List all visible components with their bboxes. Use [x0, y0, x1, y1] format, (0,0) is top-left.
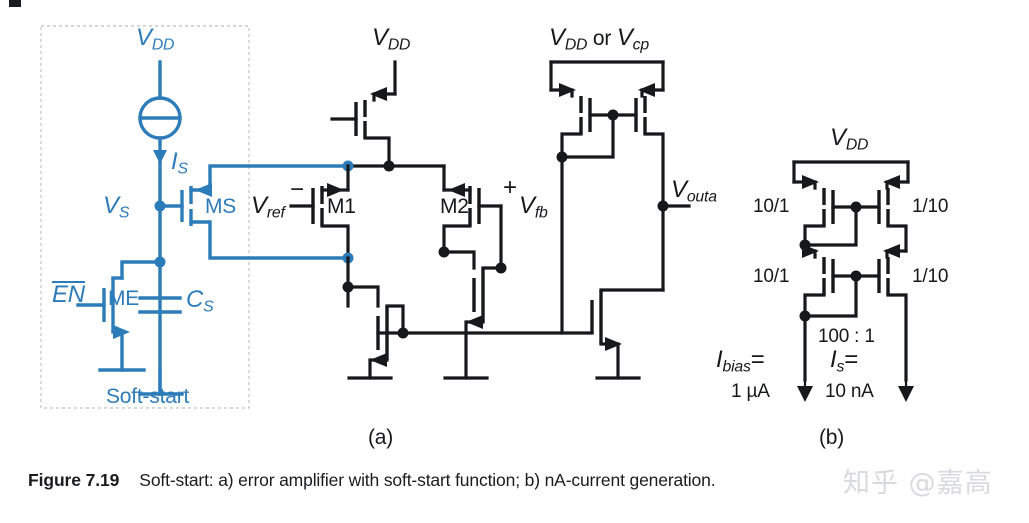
ibias-arrow-head	[797, 386, 813, 402]
is-arrow-head	[898, 386, 914, 402]
label-ratio-bottom-left: 10/1	[753, 266, 790, 287]
nb-tr-drain-wire	[886, 224, 908, 253]
label-input-vfb: Vfb	[519, 192, 548, 222]
label-subfigure-b: (b)	[819, 426, 845, 449]
nb-tl-arrow	[802, 175, 819, 189]
caption-label: Figure 7.19	[28, 470, 120, 490]
op-left-arrow	[559, 83, 576, 97]
ms-source-wire	[189, 220, 350, 260]
ml-drain-wire	[346, 285, 380, 308]
ml-drain-stub	[385, 304, 405, 335]
label-is-out: Is=	[830, 346, 859, 376]
label-ibias-value: 1 µA	[731, 381, 770, 402]
label-node-vs: VS	[103, 192, 130, 222]
nb-bl-drain-wire	[803, 293, 826, 318]
soft-start-block	[76, 60, 350, 396]
mm-source-wire	[464, 320, 485, 380]
label-amp-out-supply: VDD or Vcp	[549, 24, 649, 54]
label-softstart-vdd: VDD	[136, 24, 175, 54]
label-transistor-ms: MS	[205, 195, 237, 218]
nb-tl-drain-wire	[803, 224, 826, 247]
nb-tr-arrow	[883, 175, 900, 189]
mm-arrow	[466, 315, 483, 329]
m2-drain-wire	[442, 224, 472, 254]
label-transistor-m1: M1	[327, 195, 356, 218]
label-ratio-top-left: 10/1	[753, 196, 790, 217]
label-output-vouta: Vouta	[671, 176, 717, 206]
label-ibias: Ibias=	[716, 346, 765, 376]
wire-node-to-me-drain	[120, 260, 162, 280]
op-left-drain-to-gate	[560, 113, 615, 159]
ms-arrow	[195, 183, 212, 197]
node-mirror-gate	[397, 327, 409, 339]
caption-text: Soft-start: a) error amplifier with soft…	[139, 470, 716, 490]
label-input-plus-sign: +	[503, 174, 517, 201]
ms-drain-wire	[189, 164, 350, 192]
label-transistor-m2: M2	[440, 195, 469, 218]
op-right-arrow	[638, 83, 655, 97]
ml-arrow	[370, 353, 387, 367]
na-current-generator	[792, 160, 914, 402]
label-input-vref: Vref	[251, 192, 285, 222]
mm-drain-wire	[442, 250, 476, 270]
nb-bl-arrow	[802, 244, 819, 258]
mr-arrow	[605, 337, 622, 351]
nb-tl-drain-to-gate	[803, 205, 858, 247]
label-enable-bar: EN	[52, 281, 85, 308]
label-ratio-overall: 100 : 1	[818, 326, 875, 347]
corner-crop-mark	[9, 0, 21, 7]
label-ratio-top-right: 1/10	[912, 196, 949, 217]
m1-drain-wire	[320, 224, 350, 260]
label-amp-vdd: VDD	[372, 24, 411, 54]
label-ratio-bottom-right: 1/10	[912, 266, 949, 287]
label-subfigure-a: (a)	[368, 426, 394, 449]
label-input-minus-sign: −	[290, 176, 304, 203]
nb-br-arrow	[883, 244, 900, 258]
nb-bl-drain-to-gate	[803, 274, 858, 318]
label-transistor-me: ME	[108, 287, 140, 310]
op-left-drain-wire	[560, 132, 583, 159]
op-right-drain-wire	[643, 132, 665, 292]
is-current-arrow	[153, 150, 167, 164]
label-softstart-is: IS	[171, 148, 188, 178]
label-capacitor-cs: CS	[186, 286, 214, 316]
tail-pmos-arrow	[370, 87, 387, 101]
me-arrow	[113, 325, 130, 339]
nb-br-drain-wire	[886, 293, 908, 382]
error-amplifier-output-stage	[549, 60, 691, 335]
node-mm-drain	[495, 262, 507, 274]
tail-drain-wire	[363, 136, 391, 168]
mm-drain-up	[481, 204, 503, 270]
error-amplifier-input-stage	[289, 60, 503, 293]
label-is-value: 10 nA	[825, 381, 874, 402]
error-amplifier-mirror-stage	[346, 204, 665, 380]
label-nb-vdd: VDD	[830, 124, 869, 154]
soft-start-dashed-box	[40, 25, 250, 409]
label-soft-start-title: Soft-start	[106, 385, 190, 408]
figure-caption: Figure 7.19 Soft-start: a) error amplifie…	[28, 470, 716, 491]
